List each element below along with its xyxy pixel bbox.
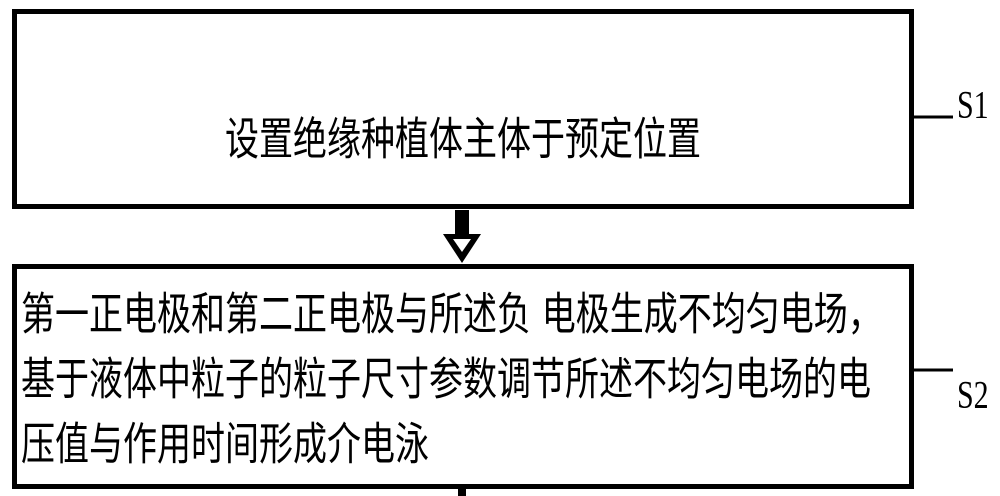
step-s2-text-line: 压值与作用时间形成介电泳 bbox=[21, 418, 429, 472]
step-s2-text-line: 基于液体中粒子的粒子尺寸参数调节所述不均匀电场的电 bbox=[21, 353, 871, 407]
arrow-head-inner bbox=[453, 239, 471, 252]
step-s1-text: 设置绝缘种植体主体于预定位置 bbox=[225, 113, 701, 167]
step-box-s2: 第一正电极和第二正电极与所述负 电极生成不均匀电场， 基于液体中粒子的粒子尺寸参… bbox=[12, 264, 914, 489]
arrow-shaft bbox=[455, 210, 469, 236]
down-arrow-s1-to-s2 bbox=[443, 210, 481, 263]
down-arrow-tail-below-s2 bbox=[458, 489, 466, 496]
step-box-s1: 设置绝缘种植体主体于预定位置 bbox=[12, 9, 914, 209]
step-s2-text-line: 第一正电极和第二正电极与所述负 电极生成不均匀电场， bbox=[21, 288, 882, 342]
step-label-s1: S1 bbox=[957, 83, 989, 127]
step-label-s2: S2 bbox=[957, 373, 989, 417]
